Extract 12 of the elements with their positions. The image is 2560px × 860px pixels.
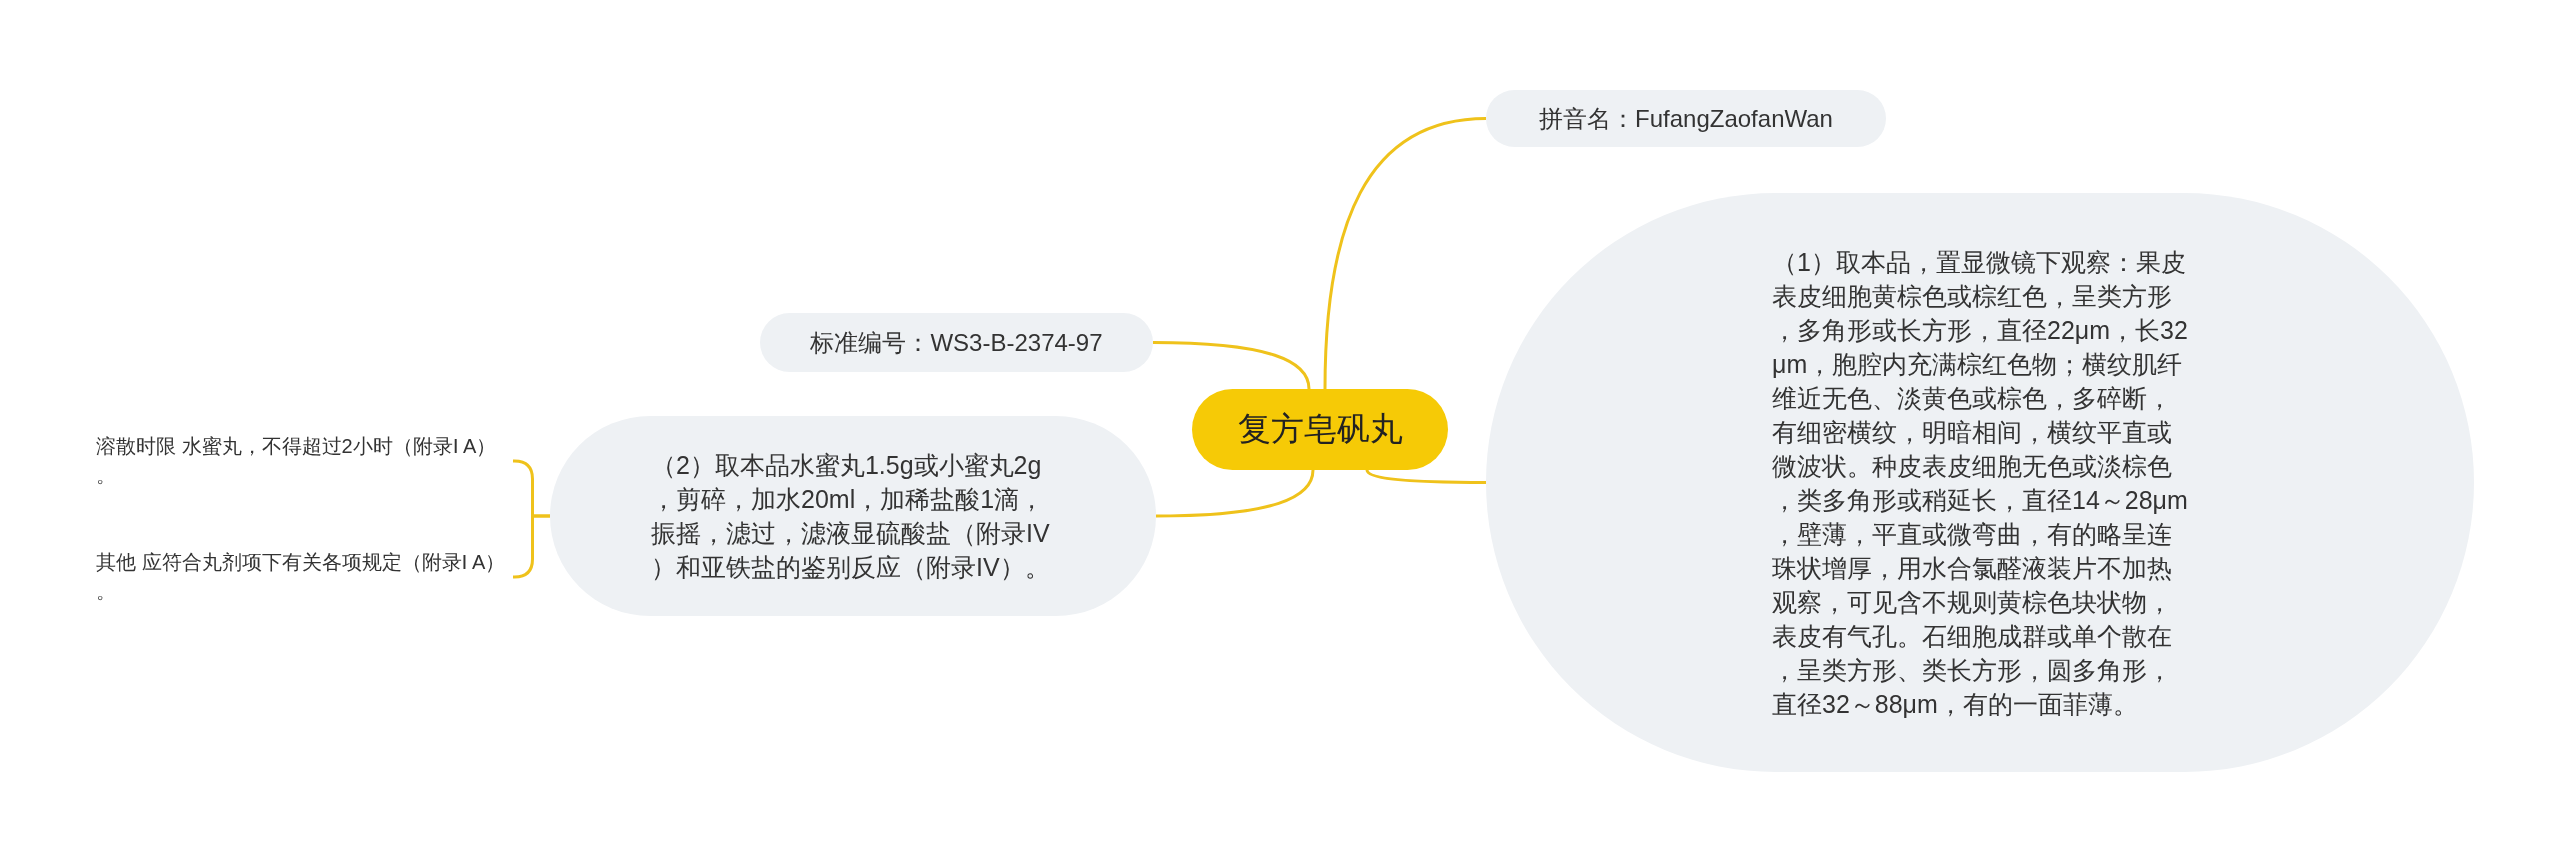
topic-bubble (1486, 90, 1886, 147)
connector-line (1152, 341, 1311, 390)
topic-text: （1）取本品，置显微镜下观察：果皮表皮细胞黄棕色或棕红色，呈类方形，多角形或长方形，直径22μm，长32μm，胞腔内充满棕红色物；横纹肌纤维近无色、淡黄色或棕色，多碎断，有细密横纹，明暗相间，横纹平直或微波状。种皮表皮细胞无色或淡棕色，类多角形或稍延长，直径14～28μm，壁薄，平直或微弯曲，有的略呈连珠状增厚，用水合氯醛液装片不加热观察，可见含不规则黄棕色块状物，表皮有气孔。石细胞成群或单个散在，呈类方形、类长方形，圆多角形，直径32～88μm，有的一面菲薄。 (1772, 246, 2188, 720)
leaf-text: 溶散时限 水蜜丸，不得超过2小时（附录Ⅰ A）。 (96, 432, 513, 490)
topic-text: （2）取本品水蜜丸1.5g或小蜜丸2g，剪碎，加水20ml，加稀盐酸1滴，振摇，滤过，滤液显硫酸盐（附录IV）和亚铁盐的鉴别反应（附录IV）。 (651, 450, 1051, 583)
topic-text: 复方皂矾丸 (1237, 409, 1403, 449)
leaf-text: 其他 应符合丸剂项下有关各项规定（附录Ⅰ A）。 (96, 548, 513, 606)
connector-line (1155, 469, 1315, 518)
connector-line (1323, 117, 1487, 390)
topic-text: 标准编号：WS3-B-2374-97 (810, 327, 1103, 358)
connector-line (1365, 469, 1486, 484)
topic-text: 拼音名：FufangZaofanWan (1539, 103, 1833, 134)
